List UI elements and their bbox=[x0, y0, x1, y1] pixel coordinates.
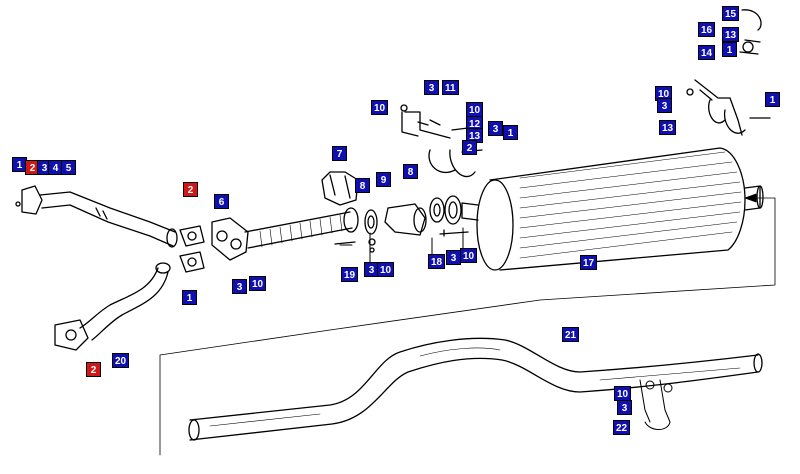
part-callout-19[interactable]: 19 bbox=[341, 267, 359, 282]
part-callout-13[interactable]: 13 bbox=[466, 128, 484, 143]
part-callout-3[interactable]: 3 bbox=[488, 121, 503, 136]
flex-pipe-6 bbox=[211, 207, 359, 261]
part-callout-3[interactable]: 3 bbox=[446, 250, 461, 265]
part-callout-3[interactable]: 3 bbox=[657, 98, 672, 113]
part-callout-2[interactable]: 2 bbox=[86, 362, 101, 377]
part-callout-6[interactable]: 6 bbox=[214, 194, 229, 209]
part-callout-22[interactable]: 22 bbox=[613, 420, 631, 435]
part-callout-15[interactable]: 15 bbox=[722, 6, 740, 21]
part-callout-21[interactable]: 21 bbox=[562, 327, 580, 342]
part-callout-10[interactable]: 10 bbox=[460, 248, 478, 263]
part-callout-8[interactable]: 8 bbox=[403, 164, 418, 179]
flange-clamps bbox=[364, 195, 469, 253]
part-callout-10[interactable]: 10 bbox=[377, 262, 395, 277]
part-callout-1[interactable]: 1 bbox=[722, 42, 737, 57]
part-callout-20[interactable]: 20 bbox=[112, 353, 130, 368]
part-callout-18[interactable]: 18 bbox=[428, 254, 446, 269]
tail-pipe-21 bbox=[188, 337, 763, 441]
part-callout-11[interactable]: 11 bbox=[442, 80, 459, 95]
muffler-17 bbox=[461, 147, 764, 271]
part-callout-1[interactable]: 1 bbox=[182, 290, 197, 305]
gaskets bbox=[179, 225, 205, 273]
part-callout-14[interactable]: 14 bbox=[698, 45, 716, 60]
part-callout-10[interactable]: 10 bbox=[614, 386, 632, 401]
part-callout-3[interactable]: 3 bbox=[232, 279, 247, 294]
y-pipe-20 bbox=[54, 262, 171, 351]
part-callout-3[interactable]: 3 bbox=[617, 400, 632, 415]
part-callout-9[interactable]: 9 bbox=[376, 172, 391, 187]
part-callout-3[interactable]: 3 bbox=[424, 80, 439, 95]
hanger-7 bbox=[321, 171, 359, 206]
part-callout-2[interactable]: 2 bbox=[183, 182, 198, 197]
part-callout-10[interactable]: 10 bbox=[371, 100, 389, 115]
part-callout-10[interactable]: 10 bbox=[249, 276, 267, 291]
part-callout-1[interactable]: 1 bbox=[503, 125, 518, 140]
brackets-right bbox=[686, 9, 771, 136]
part-callout-17[interactable]: 17 bbox=[580, 255, 598, 270]
part-callout-16[interactable]: 16 bbox=[698, 22, 716, 37]
part-callout-10[interactable]: 10 bbox=[466, 102, 484, 117]
part-callout-8[interactable]: 8 bbox=[355, 178, 370, 193]
bolts bbox=[339, 227, 673, 430]
front-pipe bbox=[15, 185, 178, 248]
part-callout-7[interactable]: 7 bbox=[332, 146, 347, 161]
part-callout-1[interactable]: 1 bbox=[765, 92, 780, 107]
part-callout-13[interactable]: 13 bbox=[722, 27, 740, 42]
part-callout-1[interactable]: 1 bbox=[12, 157, 27, 172]
part-callout-5[interactable]: 5 bbox=[61, 160, 76, 175]
part-callout-2[interactable]: 2 bbox=[462, 140, 477, 155]
part-callout-13[interactable]: 13 bbox=[659, 120, 677, 135]
